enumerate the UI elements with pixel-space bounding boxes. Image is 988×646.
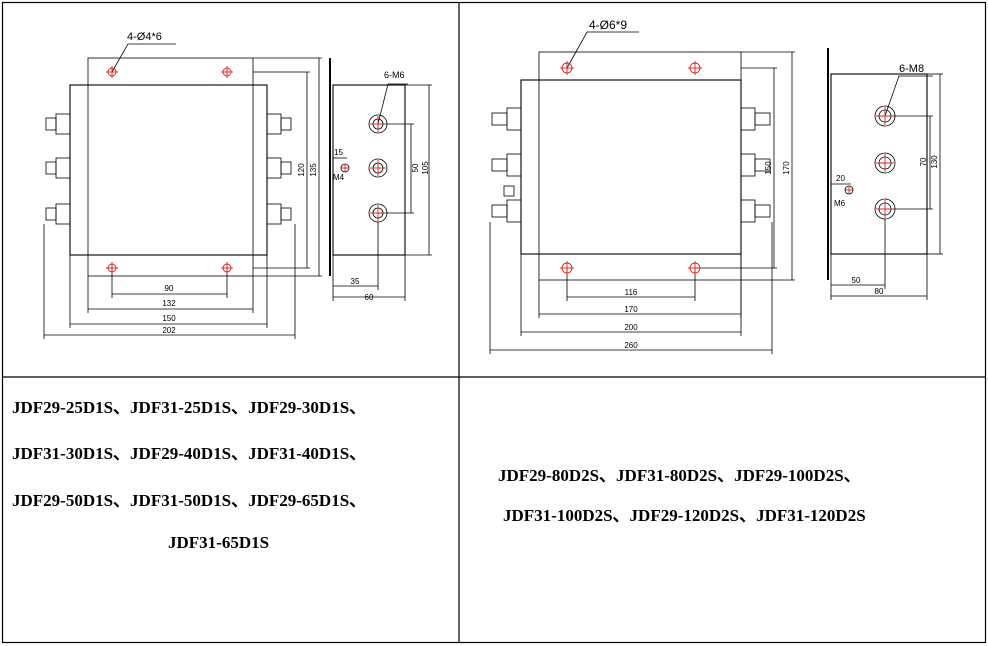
thread-note: 6-M8	[899, 63, 924, 75]
mounting-plate	[538, 51, 742, 281]
dim-label: 170	[624, 305, 638, 314]
model-line: JDF31-65D1S	[168, 533, 270, 552]
dim-label: 150	[162, 314, 176, 323]
left-terminals	[491, 107, 522, 223]
side-thread-marks	[341, 116, 386, 221]
left-model-list: JDF29-25D1S、JDF31-25D1S、JDF29-30D1S、 JDF…	[0, 377, 459, 643]
right-terminals	[740, 107, 771, 223]
dim-label: 50	[852, 276, 861, 285]
right-terminals	[266, 113, 292, 225]
model-line: JDF31-100D2S、JDF29-120D2S、JDF31-120D2S	[503, 506, 866, 525]
model-line: JDF31-30D1S、JDF29-40D1S、JDF31-40D1S、	[12, 444, 367, 463]
mounting-plate	[87, 57, 254, 277]
dim-label: 132	[162, 299, 176, 308]
hole-note: 4-Ø6*9	[589, 18, 627, 32]
ground-note: M4	[333, 173, 345, 182]
dim-label: 130	[930, 155, 939, 169]
dim-label: 116	[625, 288, 638, 297]
dim-label: 50	[411, 163, 420, 172]
hole-note: 4-Ø4*6	[127, 31, 162, 43]
dim-label: 170	[782, 161, 791, 175]
dim-label: 202	[162, 326, 176, 335]
dim-label: 35	[351, 277, 360, 286]
ground-note: M6	[834, 199, 846, 208]
dim-label: 90	[165, 284, 174, 293]
model-line: JDF29-25D1S、JDF31-25D1S、JDF29-30D1S、	[12, 398, 367, 417]
mount-holes	[560, 61, 702, 275]
dim-label: 15	[334, 148, 343, 157]
side-view	[827, 48, 943, 300]
dim-label: 120	[297, 163, 306, 177]
dim-label: 80	[875, 287, 884, 296]
left-dimension-drawing: 4-Ø4*6 6-M6 M4 90 132 150 202 120 135 15…	[43, 31, 432, 339]
model-line: JDF29-80D2S、JDF31-80D2S、JDF29-100D2S、	[498, 466, 861, 485]
filter-body	[69, 84, 268, 256]
side-view	[329, 58, 432, 301]
dim-label: 200	[624, 323, 638, 332]
left-terminals	[45, 113, 71, 225]
dim-label: 260	[624, 341, 638, 350]
thread-note: 6-M6	[384, 70, 405, 80]
dim-label: 150	[764, 161, 773, 175]
dim-label: 105	[421, 161, 430, 175]
model-line: JDF29-50D1S、JDF31-50D1S、JDF29-65D1S、	[12, 491, 367, 510]
right-model-list: JDF29-80D2S、JDF31-80D2S、JDF29-100D2S、 JD…	[459, 377, 988, 643]
right-dimension-drawing: 4-Ø6*9 6-M8 M6 116 170 200 260 150 170 2…	[489, 18, 943, 354]
filter-body	[520, 79, 742, 255]
dim-label: 70	[919, 157, 928, 166]
side-thread-marks	[845, 107, 894, 218]
dim-label: 135	[309, 163, 318, 177]
dim-label: 60	[365, 293, 374, 302]
dim-label: 20	[836, 174, 845, 183]
mount-holes	[106, 66, 233, 274]
